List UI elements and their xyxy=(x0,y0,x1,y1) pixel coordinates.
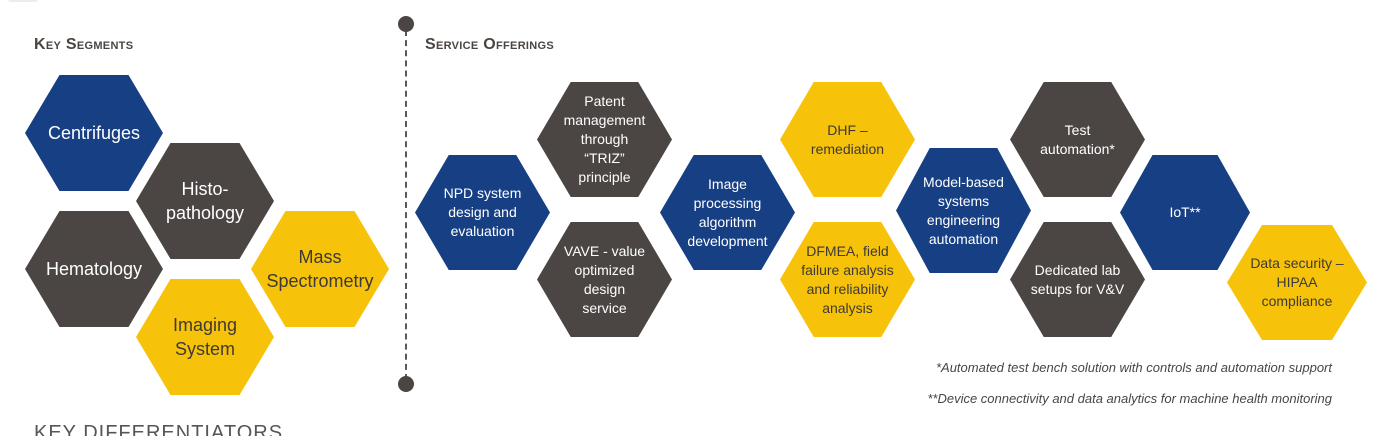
service-data-security: Data security – HIPAA compliance xyxy=(1227,225,1367,340)
service-label: Test automation* xyxy=(1040,121,1115,157)
service-npd-system-design: NPD system design and evaluation xyxy=(415,155,550,270)
service-label: NPD system design and evaluation xyxy=(443,185,522,239)
service-iot: IoT** xyxy=(1120,155,1250,270)
service-label: Data security – HIPAA compliance xyxy=(1250,255,1344,309)
service-label: DFMEA, field failure analysis and reliab… xyxy=(801,242,894,316)
segment-label: Centrifuges xyxy=(47,123,141,143)
service-label: Model-based systems engineering automati… xyxy=(923,173,1004,247)
service-label: VAVE - value optimized design service xyxy=(563,242,646,316)
segment-mass-spectrometry: Mass Spectrometry xyxy=(251,211,389,327)
timeline-divider xyxy=(405,30,407,380)
service-label: Image processing algorithm development xyxy=(687,175,768,249)
segment-label: Histo- pathology xyxy=(165,179,245,223)
key-segments-title: Key Segments xyxy=(34,36,134,53)
footnote-test-automation: *Automated test bench solution with cont… xyxy=(935,360,1332,375)
service-offerings-title: Service Offerings xyxy=(425,36,555,53)
segment-histopathology: Histo- pathology xyxy=(136,143,274,259)
segment-label: Mass Spectrometry xyxy=(266,247,374,291)
bottom-heading: KEY DIFFERENTIATORS xyxy=(34,422,284,436)
service-dedicated-lab-setups: Dedicated lab setups for V&V xyxy=(1010,222,1145,337)
service-model-based-systems: Model-based systems engineering automati… xyxy=(896,148,1031,273)
corner-mark xyxy=(8,0,38,2)
service-dfmea: DFMEA, field failure analysis and reliab… xyxy=(780,222,915,337)
service-label: Patent management through “TRIZ” princip… xyxy=(563,93,646,185)
segment-centrifuges: Centrifuges xyxy=(25,75,163,191)
timeline-bottom-dot xyxy=(398,376,414,392)
segment-hematology: Hematology xyxy=(25,211,163,327)
service-label: Dedicated lab setups for V&V xyxy=(1030,261,1125,297)
timeline-top-dot xyxy=(398,16,414,32)
segment-imaging-system: Imaging System xyxy=(136,279,274,395)
service-label: IoT** xyxy=(1169,204,1201,220)
service-patent-management: Patent management through “TRIZ” princip… xyxy=(537,82,672,197)
segment-label: Imaging System xyxy=(172,315,238,359)
service-image-processing: Image processing algorithm development xyxy=(660,155,795,270)
service-vave: VAVE - value optimized design service xyxy=(537,222,672,337)
service-label: DHF – remediation xyxy=(810,121,885,157)
segment-label: Hematology xyxy=(45,259,143,279)
footnote-iot: **Device connectivity and data analytics… xyxy=(927,391,1332,406)
service-dhf-remediation: DHF – remediation xyxy=(780,82,915,197)
service-test-automation: Test automation* xyxy=(1010,82,1145,197)
